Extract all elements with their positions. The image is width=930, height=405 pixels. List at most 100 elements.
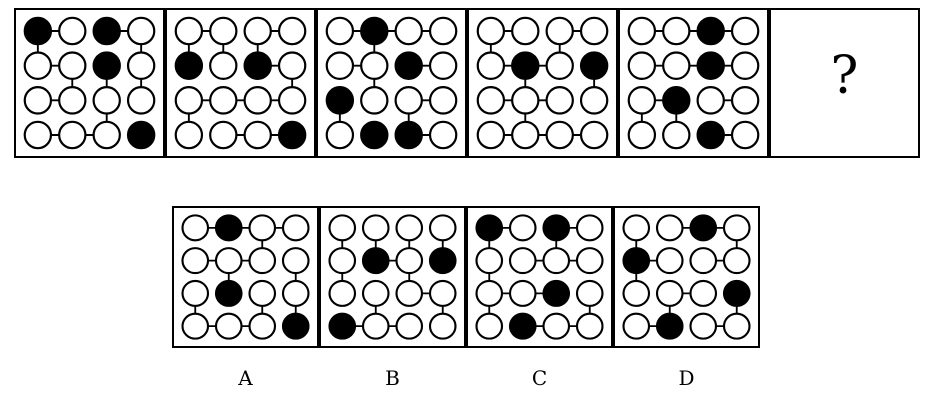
white-dot <box>360 86 389 115</box>
white-dot <box>655 247 684 275</box>
black-dot <box>689 214 718 242</box>
white-dot <box>627 120 657 150</box>
white-dot <box>475 312 504 340</box>
white-dot <box>475 247 504 275</box>
white-dot <box>508 279 537 307</box>
white-dot <box>476 120 506 150</box>
white-dot <box>696 86 725 115</box>
black-dot <box>328 312 357 340</box>
white-dot <box>730 51 760 80</box>
white-dot <box>209 16 238 46</box>
white-dot <box>277 86 307 115</box>
option-B-panel[interactable] <box>319 206 466 348</box>
black-dot <box>622 247 651 275</box>
white-dot <box>328 247 357 275</box>
white-dot <box>542 247 571 275</box>
black-dot <box>214 214 243 242</box>
question-mark: ? <box>830 46 859 106</box>
option-A-panel[interactable] <box>172 206 319 348</box>
white-dot <box>689 279 718 307</box>
white-dot <box>209 120 238 150</box>
white-dot <box>689 312 718 340</box>
question-sequence-row: ? <box>14 8 920 158</box>
white-dot <box>248 312 277 340</box>
white-dot <box>575 247 604 275</box>
white-dot <box>395 279 424 307</box>
dot-grid <box>476 16 609 150</box>
unknown-panel: ? <box>769 8 920 158</box>
black-dot <box>23 16 53 46</box>
white-dot <box>58 86 87 115</box>
white-dot <box>209 51 238 80</box>
white-dot <box>174 16 204 46</box>
dot-grid <box>475 214 604 340</box>
white-dot <box>476 86 506 115</box>
white-dot <box>730 120 760 150</box>
dot-grid <box>174 16 307 150</box>
white-dot <box>92 86 121 115</box>
black-dot <box>394 51 423 80</box>
answer-labels-row: A B C D <box>172 366 760 390</box>
option-A-label[interactable]: A <box>238 366 253 390</box>
black-dot <box>655 312 684 340</box>
option-C-panel[interactable] <box>466 206 613 348</box>
white-dot <box>181 214 210 242</box>
white-dot <box>328 214 357 242</box>
black-dot <box>475 214 504 242</box>
black-dot <box>214 279 243 307</box>
white-dot <box>428 279 457 307</box>
answer-options-row <box>172 206 760 348</box>
white-dot <box>58 51 87 80</box>
option-B-label[interactable]: B <box>385 366 400 390</box>
white-dot <box>428 312 457 340</box>
white-dot <box>662 16 691 46</box>
white-dot <box>23 51 53 80</box>
white-dot <box>662 51 691 80</box>
white-dot <box>281 279 310 307</box>
white-dot <box>579 120 609 150</box>
white-dot <box>394 16 423 46</box>
option-D-label[interactable]: D <box>678 366 695 390</box>
white-dot <box>428 120 458 150</box>
white-dot <box>181 247 210 275</box>
white-dot <box>655 279 684 307</box>
black-dot <box>360 120 389 150</box>
white-dot <box>209 86 238 115</box>
white-dot <box>545 120 574 150</box>
white-dot <box>58 120 87 150</box>
white-dot <box>126 86 156 115</box>
option-C-label[interactable]: C <box>531 366 548 390</box>
black-dot <box>92 16 121 46</box>
black-dot <box>360 16 389 46</box>
white-dot <box>395 312 424 340</box>
white-dot <box>622 312 651 340</box>
white-dot <box>542 312 571 340</box>
white-dot <box>277 51 307 80</box>
white-dot <box>23 86 53 115</box>
sequence-panel-4 <box>467 8 618 158</box>
white-dot <box>248 214 277 242</box>
black-dot <box>542 214 571 242</box>
dot-grid <box>181 214 310 340</box>
white-dot <box>655 214 684 242</box>
dot-grid <box>622 214 751 340</box>
white-dot <box>361 214 390 242</box>
white-dot <box>627 51 657 80</box>
white-dot <box>281 214 310 242</box>
black-dot <box>277 120 307 150</box>
black-dot <box>696 120 725 150</box>
white-dot <box>627 86 657 115</box>
black-dot <box>542 279 571 307</box>
white-dot <box>722 214 751 242</box>
black-dot <box>325 86 355 115</box>
white-dot <box>508 214 537 242</box>
white-dot <box>395 247 424 275</box>
white-dot <box>174 120 204 150</box>
white-dot <box>545 16 574 46</box>
white-dot <box>214 312 243 340</box>
white-dot <box>395 214 424 242</box>
option-D-panel[interactable] <box>613 206 760 348</box>
white-dot <box>281 247 310 275</box>
white-dot <box>243 120 272 150</box>
white-dot <box>579 16 609 46</box>
